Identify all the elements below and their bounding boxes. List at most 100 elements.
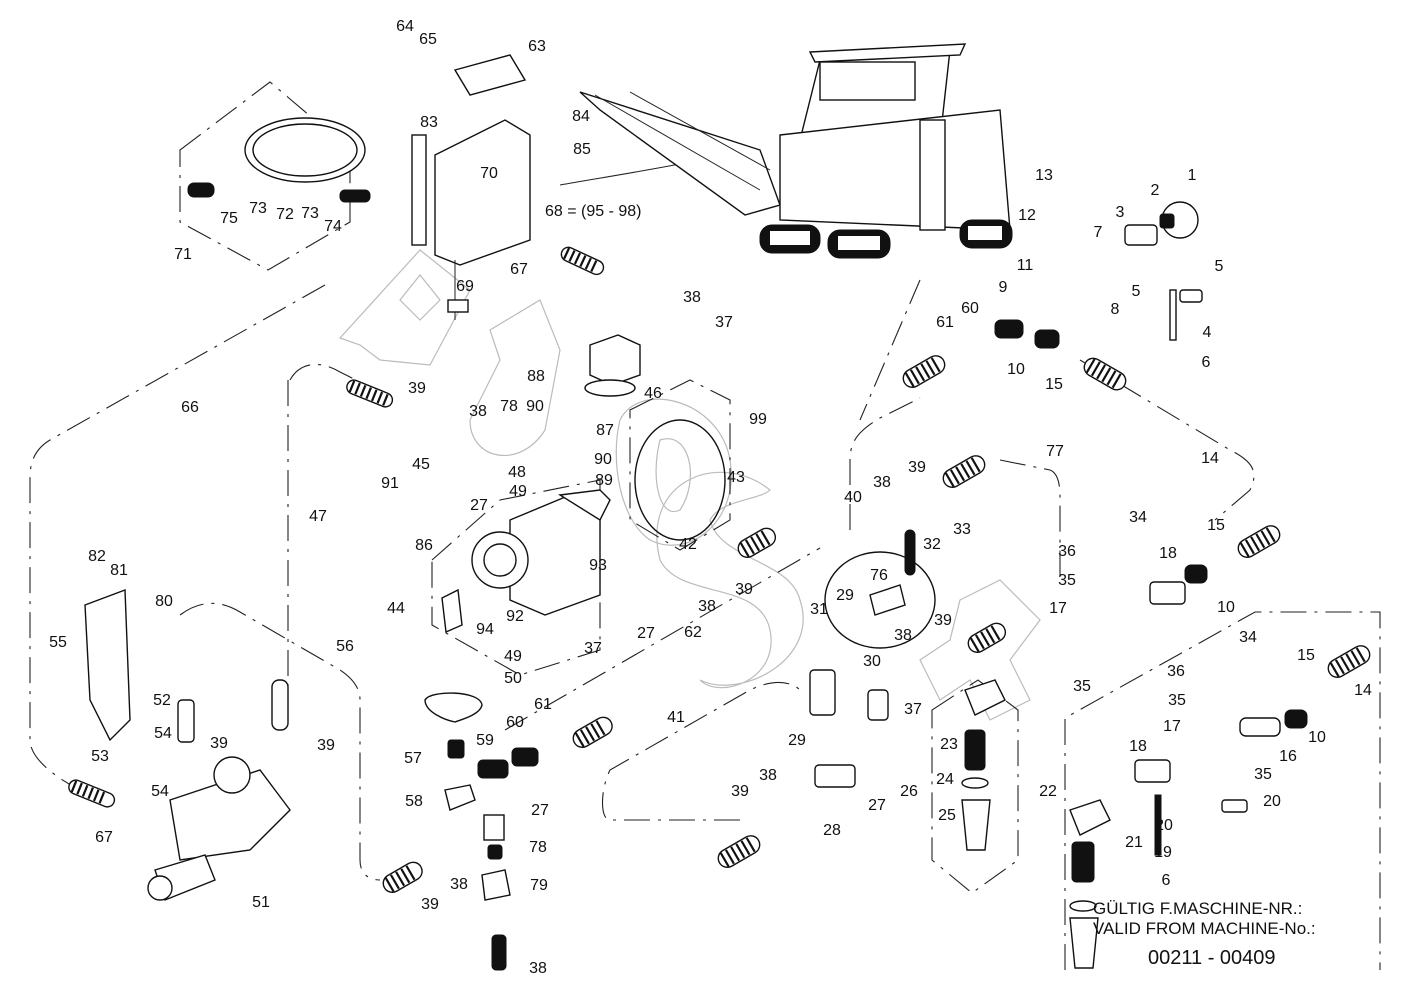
callout-label: 99 (749, 411, 767, 428)
callout-label: 80 (155, 593, 173, 610)
callout-label: 10 (1308, 729, 1326, 746)
hose-lines (29, 161, 1255, 881)
callout-label: 72 (276, 206, 294, 223)
callout-label: 49 (509, 483, 527, 500)
callout-label: 6 (1201, 354, 1211, 371)
callout-label: 24 (936, 771, 954, 788)
callout-label: 39 (317, 737, 335, 754)
water-pump-box (441, 489, 611, 634)
callout-label: 94 (476, 621, 494, 638)
callout-label: 91 (381, 475, 399, 492)
callout-label: 27 (868, 797, 886, 814)
callout-label: 58 (405, 793, 423, 810)
pump-assembly (84, 589, 291, 901)
callout-label: 17 (1049, 600, 1067, 617)
callout-label: 85 (573, 141, 591, 158)
callout-label: 75 (220, 210, 238, 227)
filter-assembly (634, 419, 1111, 969)
callout-label: 18 (1159, 545, 1177, 562)
assembly-note-68: 68 = (95 - 98) (545, 203, 642, 220)
callout-label: 73 (301, 205, 319, 222)
callout-label: 61 (534, 696, 552, 713)
callout-label: 76 (870, 567, 888, 584)
callout-label: 81 (110, 562, 128, 579)
callout-label: 9 (998, 279, 1008, 296)
kit-outlines (179, 81, 1381, 970)
coiled-hose (187, 117, 371, 203)
callout-label: 56 (336, 638, 354, 655)
callout-label: 38 (450, 876, 468, 893)
callout-label: 32 (923, 536, 941, 553)
callout-label: 17 (1163, 718, 1181, 735)
callout-label: 45 (412, 456, 430, 473)
callout-label: 25 (938, 807, 956, 824)
callout-label: 90 (526, 398, 544, 415)
milling-machine-illustration (579, 43, 1013, 259)
callout-label: 60 (961, 300, 979, 317)
callout-label: 61 (936, 314, 954, 331)
callout-label: 38 (529, 960, 547, 977)
callout-label: 70 (480, 165, 498, 182)
callout-label: 38 (469, 403, 487, 420)
callout-label: 63 (528, 38, 546, 55)
callout-label: 6 (1161, 872, 1171, 889)
callout-label: 71 (174, 246, 192, 263)
callout-label: 52 (153, 692, 171, 709)
callout-label: 83 (420, 114, 438, 131)
callout-label: 31 (810, 601, 828, 618)
callout-label: 74 (324, 218, 342, 235)
callout-label: 12 (1018, 207, 1036, 224)
callout-label: 92 (506, 608, 524, 625)
callout-label: 49 (504, 648, 522, 665)
callout-label: 42 (679, 536, 697, 553)
callout-label: 39 (908, 459, 926, 476)
callout-label: 79 (530, 877, 548, 894)
callout-label: 15 (1297, 647, 1315, 664)
callout-label: 29 (788, 732, 806, 749)
callout-label: 54 (151, 783, 169, 800)
callout-label: 43 (727, 469, 745, 486)
callout-label: 5 (1131, 283, 1141, 300)
callout-label: 67 (510, 261, 528, 278)
callout-label: 54 (154, 725, 172, 742)
callout-label: 60 (506, 714, 524, 731)
callout-label: 51 (252, 894, 270, 911)
callout-label: 4 (1202, 324, 1212, 341)
callout-label: 39 (934, 612, 952, 629)
callout-label: 90 (594, 451, 612, 468)
callout-label: 78 (529, 839, 547, 856)
callout-label: 20 (1263, 793, 1281, 810)
callout-label: 36 (1058, 543, 1076, 560)
validity-note-en: VALID FROM MACHINE-No.: (1093, 919, 1316, 938)
callout-label: 38 (683, 289, 701, 306)
callout-label: 57 (404, 750, 422, 767)
validity-note-de: GÜLTIG F.MASCHINE-NR.: (1093, 899, 1303, 918)
callout-label: 26 (900, 783, 918, 800)
callout-label: 39 (408, 380, 426, 397)
callout-label: 27 (470, 497, 488, 514)
callout-label: 38 (873, 474, 891, 491)
callout-label: 11 (1016, 257, 1034, 274)
callout-label: 47 (309, 508, 327, 525)
machine-number-range: 00211 - 00409 (1148, 947, 1276, 969)
callout-label: 19 (1154, 844, 1172, 861)
callout-label: 5 (1214, 258, 1224, 275)
callout-label: 39 (731, 783, 749, 800)
callout-label: 46 (644, 385, 662, 402)
callout-label: 39 (210, 735, 228, 752)
callout-label: 38 (894, 627, 912, 644)
callout-label: 38 (759, 767, 777, 784)
callout-label: 16 (1279, 748, 1297, 765)
callout-label: 27 (637, 625, 655, 642)
callout-label: 59 (476, 732, 494, 749)
hose-ends (68, 246, 1371, 893)
callout-label: 73 (249, 200, 267, 217)
callout-label: 3 (1115, 204, 1125, 221)
callout-label: 86 (415, 537, 433, 554)
callout-label: 30 (863, 653, 881, 670)
callout-label: 84 (572, 108, 590, 125)
callout-label: 10 (1007, 361, 1025, 378)
callout-label: 41 (667, 709, 685, 726)
callout-label: 2 (1150, 182, 1160, 199)
callout-label: 55 (49, 634, 67, 651)
